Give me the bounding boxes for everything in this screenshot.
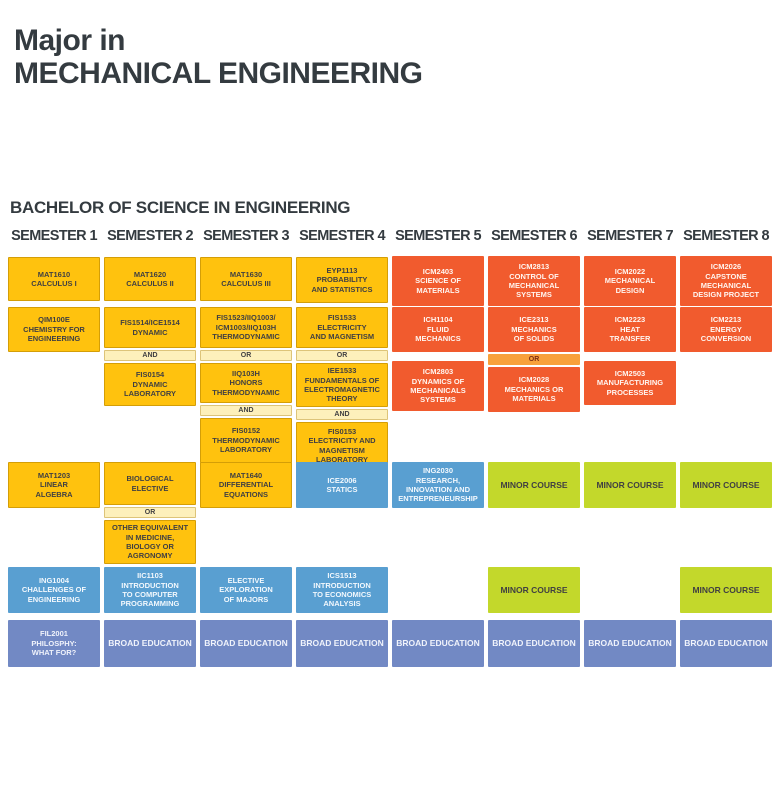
- connector-and: AND: [200, 405, 292, 416]
- course-card-mat1640: MAT1640 DIFFERENTIAL EQUATIONS: [200, 462, 292, 508]
- semester-5-label: SEMESTER 5: [395, 228, 481, 244]
- semester-8-label: SEMESTER 8: [683, 228, 769, 244]
- title-line-2: MECHANICAL ENGINEERING: [14, 57, 423, 90]
- course-card-fis1514: FIS1514/ICE1514 DYNAMIC: [104, 307, 196, 348]
- course-card-fis0152: FIS0152 THERMODYNAMIC LABORATORY: [200, 418, 292, 463]
- connector-or: OR: [488, 354, 580, 365]
- curriculum-grid: MAT1610 CALCULUS I MAT1620 CALCULUS II M…: [8, 256, 772, 677]
- broad-education-card: BROAD EDUCATION: [488, 620, 580, 667]
- semester-header-row: SEMESTER 1 SEMESTER 2 SEMESTER 3 SEMESTE…: [8, 228, 772, 244]
- course-card-ich1104: ICH1104 FLUID MECHANICS: [392, 307, 484, 352]
- course-card-qim100e: QIM100E CHEMISTRY FOR ENGINEERING: [8, 307, 100, 352]
- course-card-fis1533: FIS1533 ELECTRICITY AND MAGNETISM: [296, 307, 388, 348]
- title-line-1: Major in: [14, 24, 126, 57]
- broad-education-card: BROAD EDUCATION: [584, 620, 676, 667]
- broad-education-card: BROAD EDUCATION: [392, 620, 484, 667]
- connector-or: OR: [104, 507, 196, 518]
- course-card-fis0153: FIS0153 ELECTRICITY AND MAGNETISM LABORA…: [296, 422, 388, 469]
- course-card-icm2028: ICM2028 MECHANICS OR MATERIALS: [488, 367, 580, 412]
- broad-education-card: BROAD EDUCATION: [296, 620, 388, 667]
- broad-education-card: BROAD EDUCATION: [104, 620, 196, 667]
- minor-course-card: MINOR COURSE: [584, 462, 676, 508]
- course-card-iiq103h: IIQ103H HONORS THERMODYNAMIC: [200, 363, 292, 403]
- course-card-icm2022: ICM2022 MECHANICAL DESIGN: [584, 256, 676, 306]
- course-card-icm2403: ICM2403 SCIENCE OF MATERIALS: [392, 256, 484, 306]
- semester-1-label: SEMESTER 1: [11, 228, 97, 244]
- minor-course-card: MINOR COURSE: [680, 462, 772, 508]
- minor-course-card: MINOR COURSE: [488, 567, 580, 613]
- course-card-ing1004: ING1004 CHALLENGES OF ENGINEERING: [8, 567, 100, 613]
- connector-and: AND: [296, 409, 388, 420]
- course-card-fis1523: FIS1523/IIQ1003/ ICM1003/IIQ103H THERMOD…: [200, 307, 292, 348]
- course-card-icm2026: ICM2026 CAPSTONE MECHANICAL DESIGN PROJE…: [680, 256, 772, 306]
- degree-subtitle: BACHELOR OF SCIENCE IN ENGINEERING: [10, 198, 351, 217]
- minor-course-card: MINOR COURSE: [680, 567, 772, 613]
- course-card-fis0154: FIS0154 DYNAMIC LABORATORY: [104, 363, 196, 406]
- minor-course-card: MINOR COURSE: [488, 462, 580, 508]
- course-card-ice2313: ICE2313 MECHANICS OF SOLIDS: [488, 307, 580, 352]
- broad-education-card: BROAD EDUCATION: [200, 620, 292, 667]
- course-card-other-equivalent: OTHER EQUIVALENT IN MEDICINE, BIOLOGY OR…: [104, 520, 196, 564]
- course-card-ice2006: ICE2006 STATICS: [296, 462, 388, 508]
- course-card-ing2030: ING2030 RESEARCH, INNOVATION AND ENTREPR…: [392, 462, 484, 508]
- semester-4-label: SEMESTER 4: [299, 228, 385, 244]
- connector-or: OR: [200, 350, 292, 361]
- connector-or: OR: [296, 350, 388, 361]
- course-card-biological-elective: BIOLOGICAL ELECTIVE: [104, 462, 196, 505]
- course-card-ics1513: ICS1513 INTRODUCTION TO ECONOMICS ANALYS…: [296, 567, 388, 613]
- course-card-mat1620: MAT1620 CALCULUS II: [104, 257, 196, 301]
- course-card-mat1610: MAT1610 CALCULUS I: [8, 257, 100, 301]
- connector-and: AND: [104, 350, 196, 361]
- course-card-iee1533: IEE1533 FUNDAMENTALS OF ELECTROMAGNETIC …: [296, 363, 388, 407]
- course-card-iic1103: IIC1103 INTRODUCTION TO COMPUTER PROGRAM…: [104, 567, 196, 613]
- semester-3-label: SEMESTER 3: [203, 228, 289, 244]
- course-card-icm2223: ICM2223 HEAT TRANSFER: [584, 307, 676, 352]
- course-card-icm2213: ICM2213 ENERGY CONVERSION: [680, 307, 772, 352]
- page-title: Major in MECHANICAL ENGINEERING: [14, 24, 423, 90]
- broad-education-card: BROAD EDUCATION: [680, 620, 772, 667]
- course-card-elective-exploration: ELECTIVE EXPLORATION OF MAJORS: [200, 567, 292, 613]
- course-card-mat1630: MAT1630 CALCULUS III: [200, 257, 292, 301]
- course-card-icm2813: ICM2813 CONTROL OF MECHANICAL SYSTEMS: [488, 256, 580, 306]
- course-card-eyp1113: EYP1113 PROBABILITY AND STATISTICS: [296, 257, 388, 303]
- semester-2-label: SEMESTER 2: [107, 228, 193, 244]
- course-card-fil2001: FIL2001 PHILOSPHY: WHAT FOR?: [8, 620, 100, 667]
- course-card-icm2503: ICM2503 MANUFACTURING PROCESSES: [584, 361, 676, 405]
- semester-6-label: SEMESTER 6: [491, 228, 577, 244]
- course-card-mat1203: MAT1203 LINEAR ALGEBRA: [8, 462, 100, 508]
- course-card-icm2803: ICM2803 DYNAMICS OF MECHANICALS SYSTEMS: [392, 361, 484, 411]
- semester-7-label: SEMESTER 7: [587, 228, 673, 244]
